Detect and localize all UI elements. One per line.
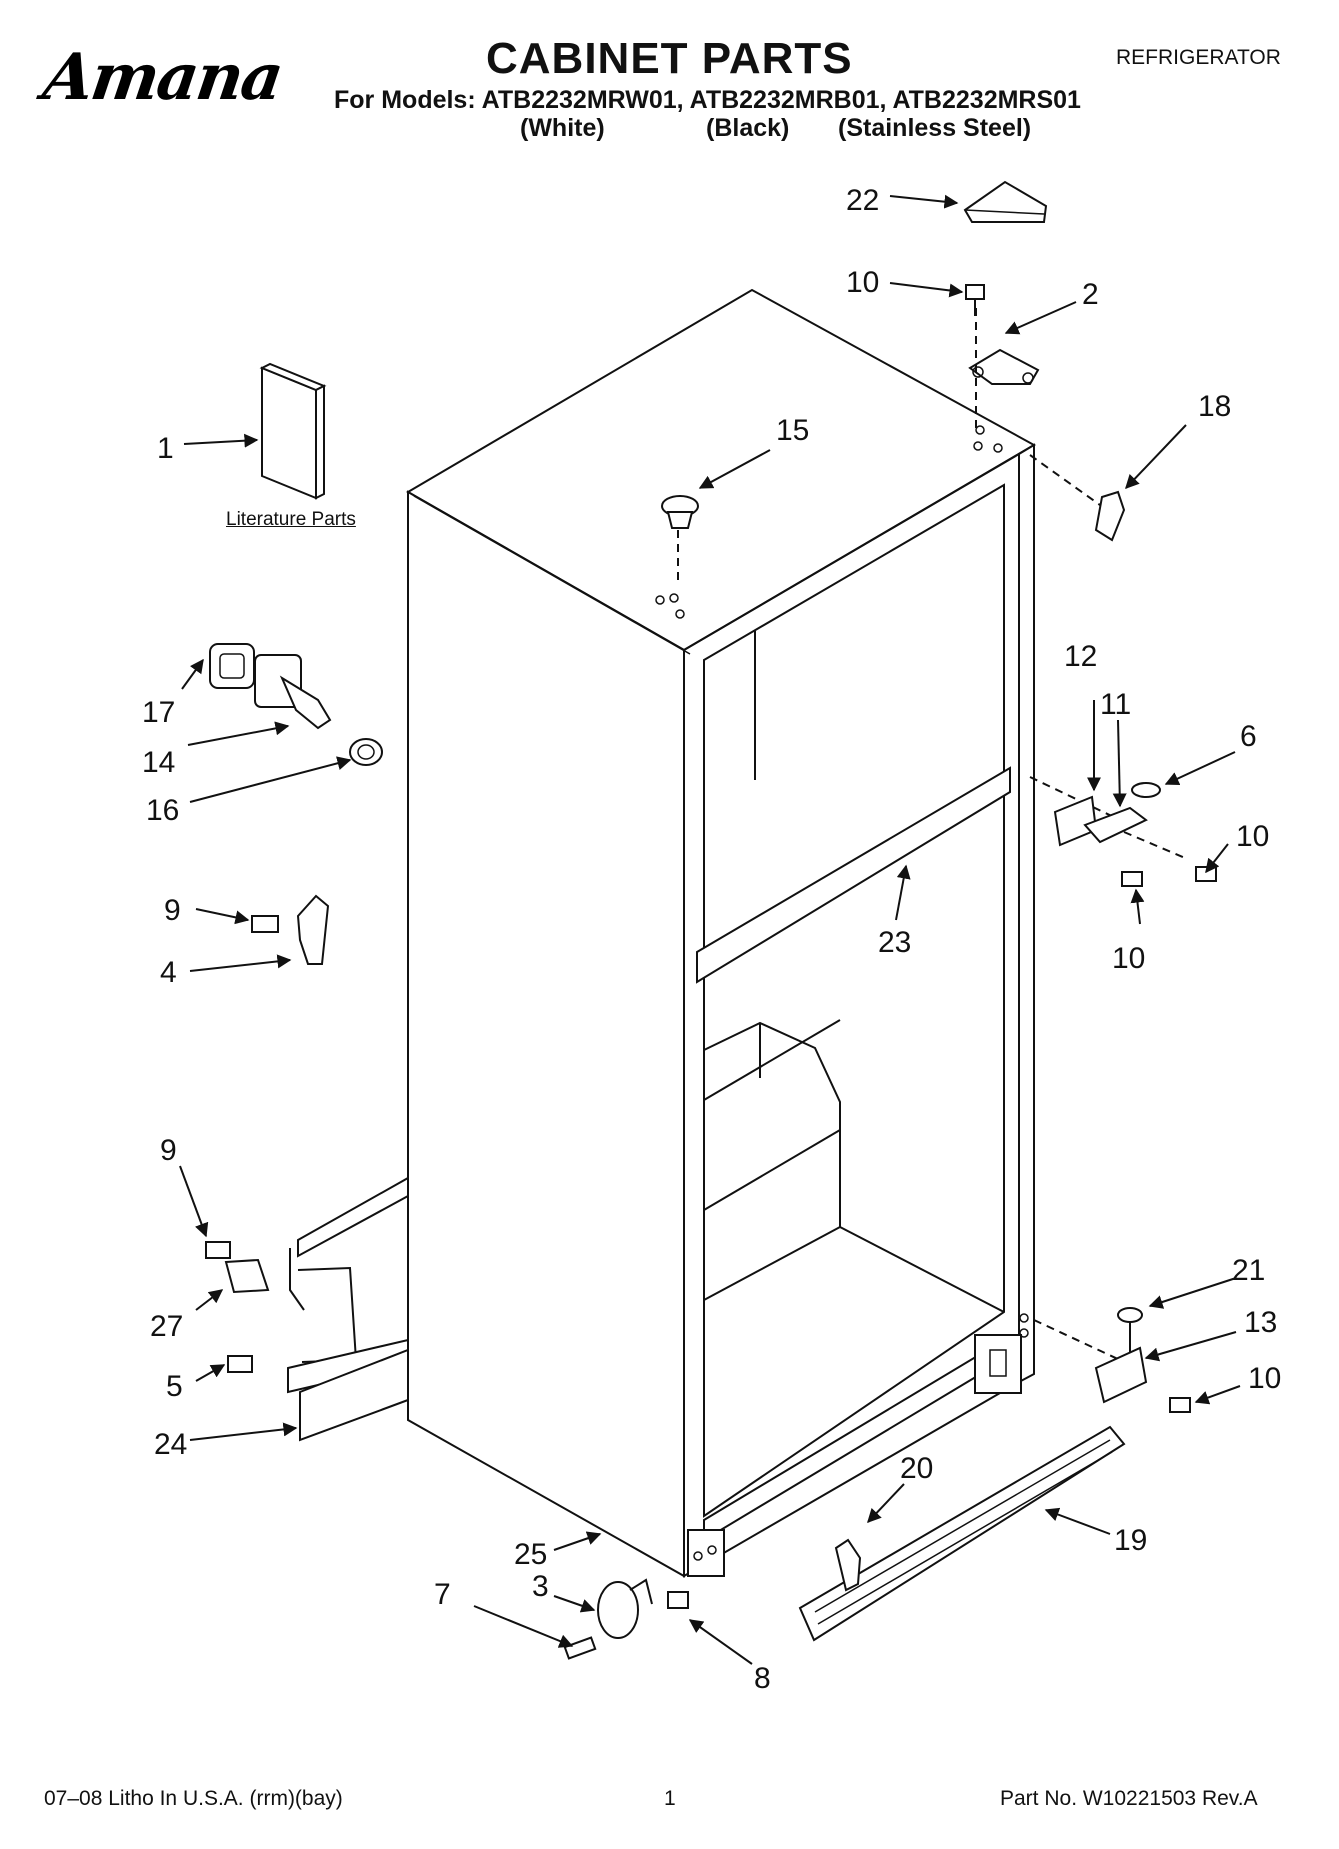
callout-4: 4 [160, 956, 177, 989]
footer-part-number: Part No. W10221503 Rev.A [1000, 1787, 1258, 1810]
callout-5: 5 [166, 1370, 183, 1403]
callout-8: 8 [754, 1662, 771, 1695]
screw-10-top [965, 284, 985, 316]
callout-24: 24 [154, 1428, 187, 1461]
leader-lines [179, 194, 1241, 1665]
plug-15 [661, 495, 699, 585]
lower-left-parts [205, 1176, 409, 1442]
callout-23: 23 [878, 926, 911, 959]
callout-numbers: 1 2 3 4 5 6 7 8 9 9 10 10 10 10 11 12 13… [142, 184, 1281, 1695]
callout-25: 25 [514, 1538, 547, 1571]
callout-10-mid-lower: 10 [1112, 942, 1145, 975]
callout-21: 21 [1232, 1254, 1265, 1287]
variant-white: (White) [520, 114, 605, 142]
callout-12: 12 [1064, 640, 1097, 673]
callout-10-top: 10 [846, 266, 879, 299]
literature-parts-caption: Literature Parts [226, 509, 356, 530]
callout-1: 1 [157, 432, 174, 465]
divider-bar-23 [696, 766, 1011, 984]
callout-10-bottom: 10 [1248, 1362, 1281, 1395]
callout-3: 3 [532, 1570, 549, 1603]
callout-2: 2 [1082, 278, 1099, 311]
callout-15: 15 [776, 414, 809, 447]
callout-14: 14 [142, 746, 175, 779]
footer-page-number: 1 [664, 1787, 676, 1810]
callout-22: 22 [846, 184, 879, 217]
lower-parts-7-3-8 [563, 1578, 689, 1660]
bottom-hinge-13 [1033, 1307, 1191, 1413]
handle-parts-17-14-16 [209, 643, 383, 766]
callout-20: 20 [900, 1452, 933, 1485]
category-label: REFRIGERATOR [1116, 46, 1281, 69]
top-hinge-2 [968, 308, 1040, 430]
callout-9-lower: 9 [160, 1134, 177, 1167]
callout-10-mid-right: 10 [1236, 820, 1269, 853]
trim-18 [1094, 490, 1126, 542]
models-line: For Models: ATB2232MRW01, ATB2232MRB01, … [334, 86, 1081, 114]
toe-grille-19 [798, 1425, 1126, 1642]
hinge-cover-22 [963, 180, 1048, 223]
callout-6: 6 [1240, 720, 1257, 753]
callout-16: 16 [146, 794, 179, 827]
callout-19: 19 [1114, 1524, 1147, 1557]
callout-7: 7 [434, 1578, 451, 1611]
footer-litho: 07–08 Litho In U.S.A. (rrm)(bay) [44, 1787, 343, 1810]
callout-27: 27 [150, 1310, 183, 1343]
page-title: CABINET PARTS [486, 34, 853, 83]
center-hinge-12-11 [1029, 776, 1217, 887]
cabinet-body [406, 288, 1037, 1578]
callout-11: 11 [1100, 688, 1131, 721]
callout-17: 17 [142, 696, 175, 729]
callout-9-upper: 9 [164, 894, 181, 927]
callout-18: 18 [1198, 390, 1231, 423]
callout-13: 13 [1244, 1306, 1277, 1339]
variant-stainless: (Stainless Steel) [838, 114, 1032, 142]
variant-black: (Black) [706, 114, 790, 142]
door-stop-4 [251, 894, 330, 965]
